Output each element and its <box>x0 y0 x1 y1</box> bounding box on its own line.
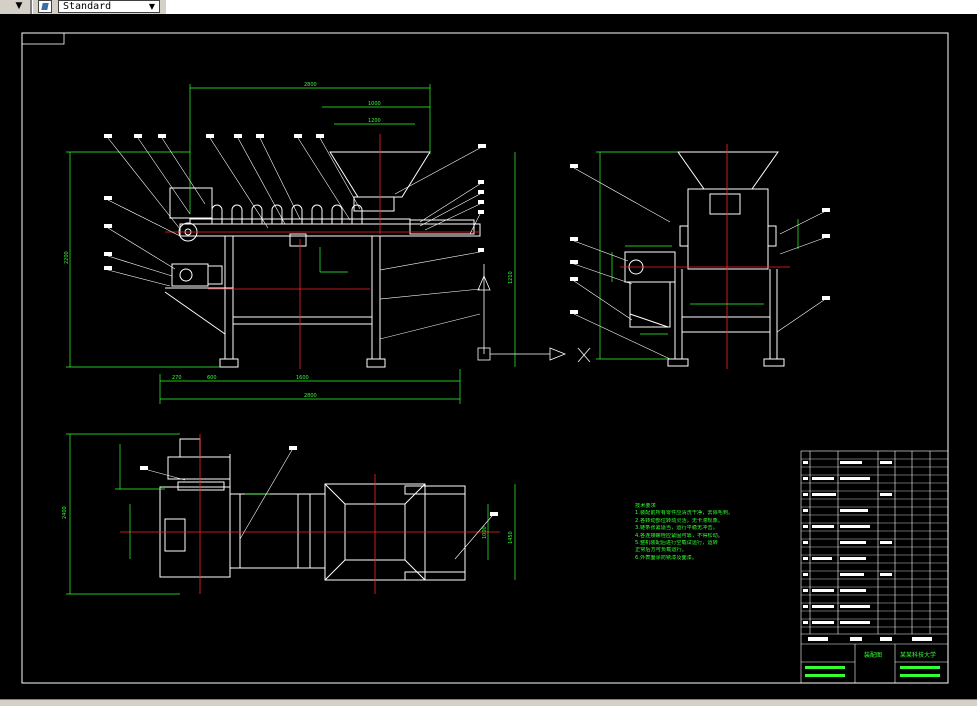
plan-dimensions <box>66 433 516 595</box>
motor-flange <box>179 268 193 282</box>
dim-bottom-total: 2800 <box>304 393 317 399</box>
model-space <box>0 14 977 699</box>
note-line-7: 6.外表面涂防锈漆及面漆。 <box>635 554 698 561</box>
plan-hopper-edge-1 <box>324 483 346 505</box>
bom-table <box>800 450 949 684</box>
front-leaders <box>107 137 481 340</box>
text-style-icon[interactable] <box>38 0 52 13</box>
side-bearing-right <box>767 225 777 247</box>
front-balloon-marks <box>104 134 486 270</box>
drive-guard <box>169 187 213 219</box>
title-block-text: 装配图 某某科技大学 <box>864 651 936 659</box>
school-name: 某某科技大学 <box>900 651 936 659</box>
plan-hopper-edge-4 <box>404 559 426 581</box>
bom-outline <box>800 450 949 684</box>
dim-height-right: 1210 <box>508 271 514 284</box>
plan-balloon-marks <box>140 446 498 516</box>
front-centerlines <box>165 134 480 369</box>
dim-bottom-2: 600 <box>207 375 217 381</box>
dim-plan-left: 2400 <box>62 506 68 519</box>
dim-height-total: 2200 <box>64 251 70 264</box>
plan-coupling <box>177 481 225 491</box>
plan-tail-plate-top <box>404 485 466 495</box>
side-motor-frame <box>629 281 671 328</box>
side-brace <box>629 313 669 328</box>
ucs-icon <box>477 264 591 363</box>
plan-centerlines <box>120 434 500 594</box>
dim-plan-height: 1450 <box>508 531 514 544</box>
side-bearing-left <box>679 225 689 247</box>
diagonal-strut <box>164 291 226 335</box>
note-line-5: 5.整机装配后进行空载试运行，运转 <box>635 540 718 547</box>
title-block-marks <box>805 666 940 677</box>
plan-dim-text: 2400 1450 1000 <box>62 506 514 544</box>
side-centerlines <box>620 144 790 369</box>
plan-leaders <box>147 449 493 560</box>
front-dim-text: 2800 1000 1200 2200 1210 270 600 1600 28… <box>64 82 514 399</box>
note-line-1: 1.装配前所有零件应清洗干净，去除毛刺。 <box>635 510 734 517</box>
guide-block <box>289 233 307 247</box>
toolbar-separator <box>30 0 33 14</box>
foot-right <box>366 358 386 368</box>
notes-title: 技术要求 <box>635 503 656 509</box>
dim-plan-right: 1000 <box>482 526 488 539</box>
status-bar <box>0 699 977 706</box>
side-leaders <box>573 167 825 360</box>
plan-tail-plate-bottom <box>404 571 466 581</box>
bom-cell-text-marks <box>803 461 932 641</box>
dim-hopper-top: 1000 <box>368 101 381 107</box>
drawing-border <box>21 32 949 684</box>
front-view <box>164 151 481 368</box>
style-select[interactable]: Standard <box>58 0 160 13</box>
bom-rows <box>801 458 948 628</box>
side-view <box>624 151 785 367</box>
toolbar: ▼ Standard ▼ <box>0 0 977 15</box>
note-line-4: 4.各连接螺栓应紧固可靠，不得松动。 <box>635 532 723 539</box>
front-dimensions <box>66 84 516 404</box>
take-up-unit <box>409 219 475 235</box>
note-line-2: 2.各转动部位转动灵活，无卡滞现象。 <box>635 517 723 524</box>
side-balloon-marks <box>570 164 830 314</box>
dim-bottom-3: 1600 <box>296 375 309 381</box>
hopper-throat <box>353 196 395 212</box>
side-window <box>709 193 741 215</box>
side-foot-right <box>763 358 785 367</box>
foot-left <box>219 358 239 368</box>
drawing-name: 装配图 <box>864 651 882 659</box>
corner-box <box>21 32 65 45</box>
plan-hopper-edge-3 <box>324 559 346 581</box>
side-dimensions <box>596 151 799 360</box>
toolbar-dropdown-arrow[interactable]: ▼ <box>15 1 23 11</box>
plan-drive-box <box>164 518 186 552</box>
note-line-3: 3.链条张紧适当，运行平稳无冲击。 <box>635 525 718 532</box>
side-foot-left <box>667 358 689 367</box>
dim-overall-top: 2800 <box>304 82 317 88</box>
style-select-arrow-icon[interactable]: ▼ <box>148 2 156 11</box>
dim-bottom-1: 270 <box>172 375 182 381</box>
toolbar-blank-area <box>166 0 977 14</box>
dim-hopper-inner: 1200 <box>368 118 381 124</box>
hopper <box>329 151 431 198</box>
gearbox <box>207 265 223 285</box>
note-line-6: 正常后方可负载运行。 <box>635 547 687 554</box>
technical-notes: 技术要求 1.装配前所有零件应清洗干净，去除毛刺。 2.各转动部位转动灵活，无卡… <box>635 503 760 562</box>
drawing-canvas[interactable]: 2800 1000 1200 2200 1210 270 600 1600 28… <box>0 14 977 699</box>
